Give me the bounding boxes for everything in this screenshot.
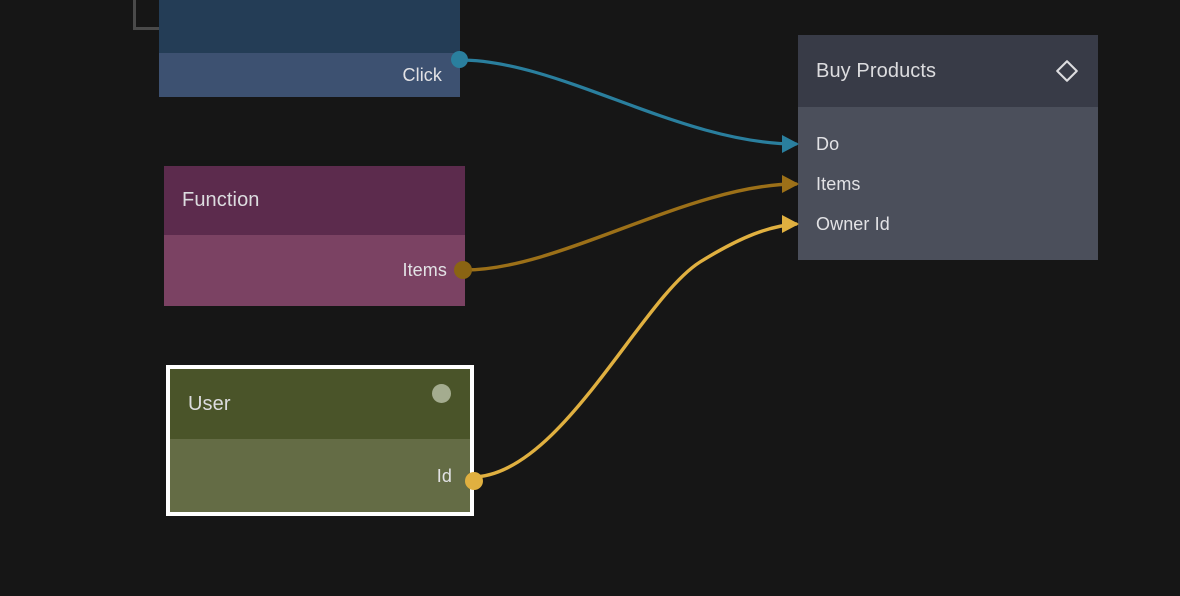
node-function-inner: Function Items: [164, 166, 465, 306]
diamond-icon[interactable]: [1054, 58, 1080, 84]
node-event-body: Click: [159, 53, 460, 97]
input-port-owner-id-label: Owner Id: [816, 213, 890, 234]
node-event-inner: Click: [159, 0, 460, 97]
status-dot-icon: [432, 384, 451, 403]
node-event-header[interactable]: [159, 0, 460, 53]
input-port-do-label: Do: [816, 133, 840, 154]
connection-click-to-do[interactable]: [458, 58, 798, 146]
input-port-owner-id-arrow[interactable]: [782, 215, 799, 233]
node-user-title: User: [188, 392, 231, 415]
connection-id-to-owner-id[interactable]: [470, 222, 798, 479]
node-function-title: Function: [182, 189, 260, 211]
node-user-body: Id: [170, 439, 470, 512]
node-buy-products[interactable]: Buy Products Do Items Owner Id: [782, 35, 1098, 260]
node-function[interactable]: Function Items: [164, 166, 472, 306]
node-event[interactable]: Click: [159, 0, 468, 97]
output-port-click-label: Click: [402, 64, 442, 85]
output-port-click-dot[interactable]: [451, 51, 468, 68]
connection-items-to-items[interactable]: [463, 182, 798, 272]
output-port-items-dot[interactable]: [454, 261, 472, 279]
node-user-header[interactable]: User: [170, 369, 470, 439]
output-port-id-dot[interactable]: [465, 472, 483, 490]
input-port-owner-id[interactable]: Owner Id: [816, 211, 890, 237]
node-user-inner: User Id: [170, 369, 470, 512]
output-port-id[interactable]: Id: [437, 463, 452, 489]
output-port-click[interactable]: Click: [403, 62, 443, 88]
input-port-do[interactable]: Do: [816, 131, 839, 157]
node-function-header[interactable]: Function: [164, 166, 465, 235]
node-buy-products-inner: Buy Products Do Items Owner Id: [798, 35, 1098, 260]
output-port-items[interactable]: Items: [402, 257, 447, 283]
node-buy-products-title: Buy Products: [816, 59, 937, 82]
input-port-do-arrow[interactable]: [782, 135, 799, 153]
output-port-items-label: Items: [402, 259, 447, 280]
input-port-items-label: Items: [816, 173, 861, 194]
node-buy-products-body: Do Items Owner Id: [798, 107, 1098, 260]
output-port-id-label: Id: [436, 465, 452, 486]
input-port-items[interactable]: Items: [816, 171, 861, 197]
node-function-body: Items: [164, 235, 465, 306]
node-user[interactable]: User Id: [166, 365, 483, 516]
node-buy-products-header[interactable]: Buy Products: [798, 35, 1098, 107]
selection-bracket-corner: [133, 0, 161, 30]
input-port-items-arrow[interactable]: [782, 175, 799, 193]
